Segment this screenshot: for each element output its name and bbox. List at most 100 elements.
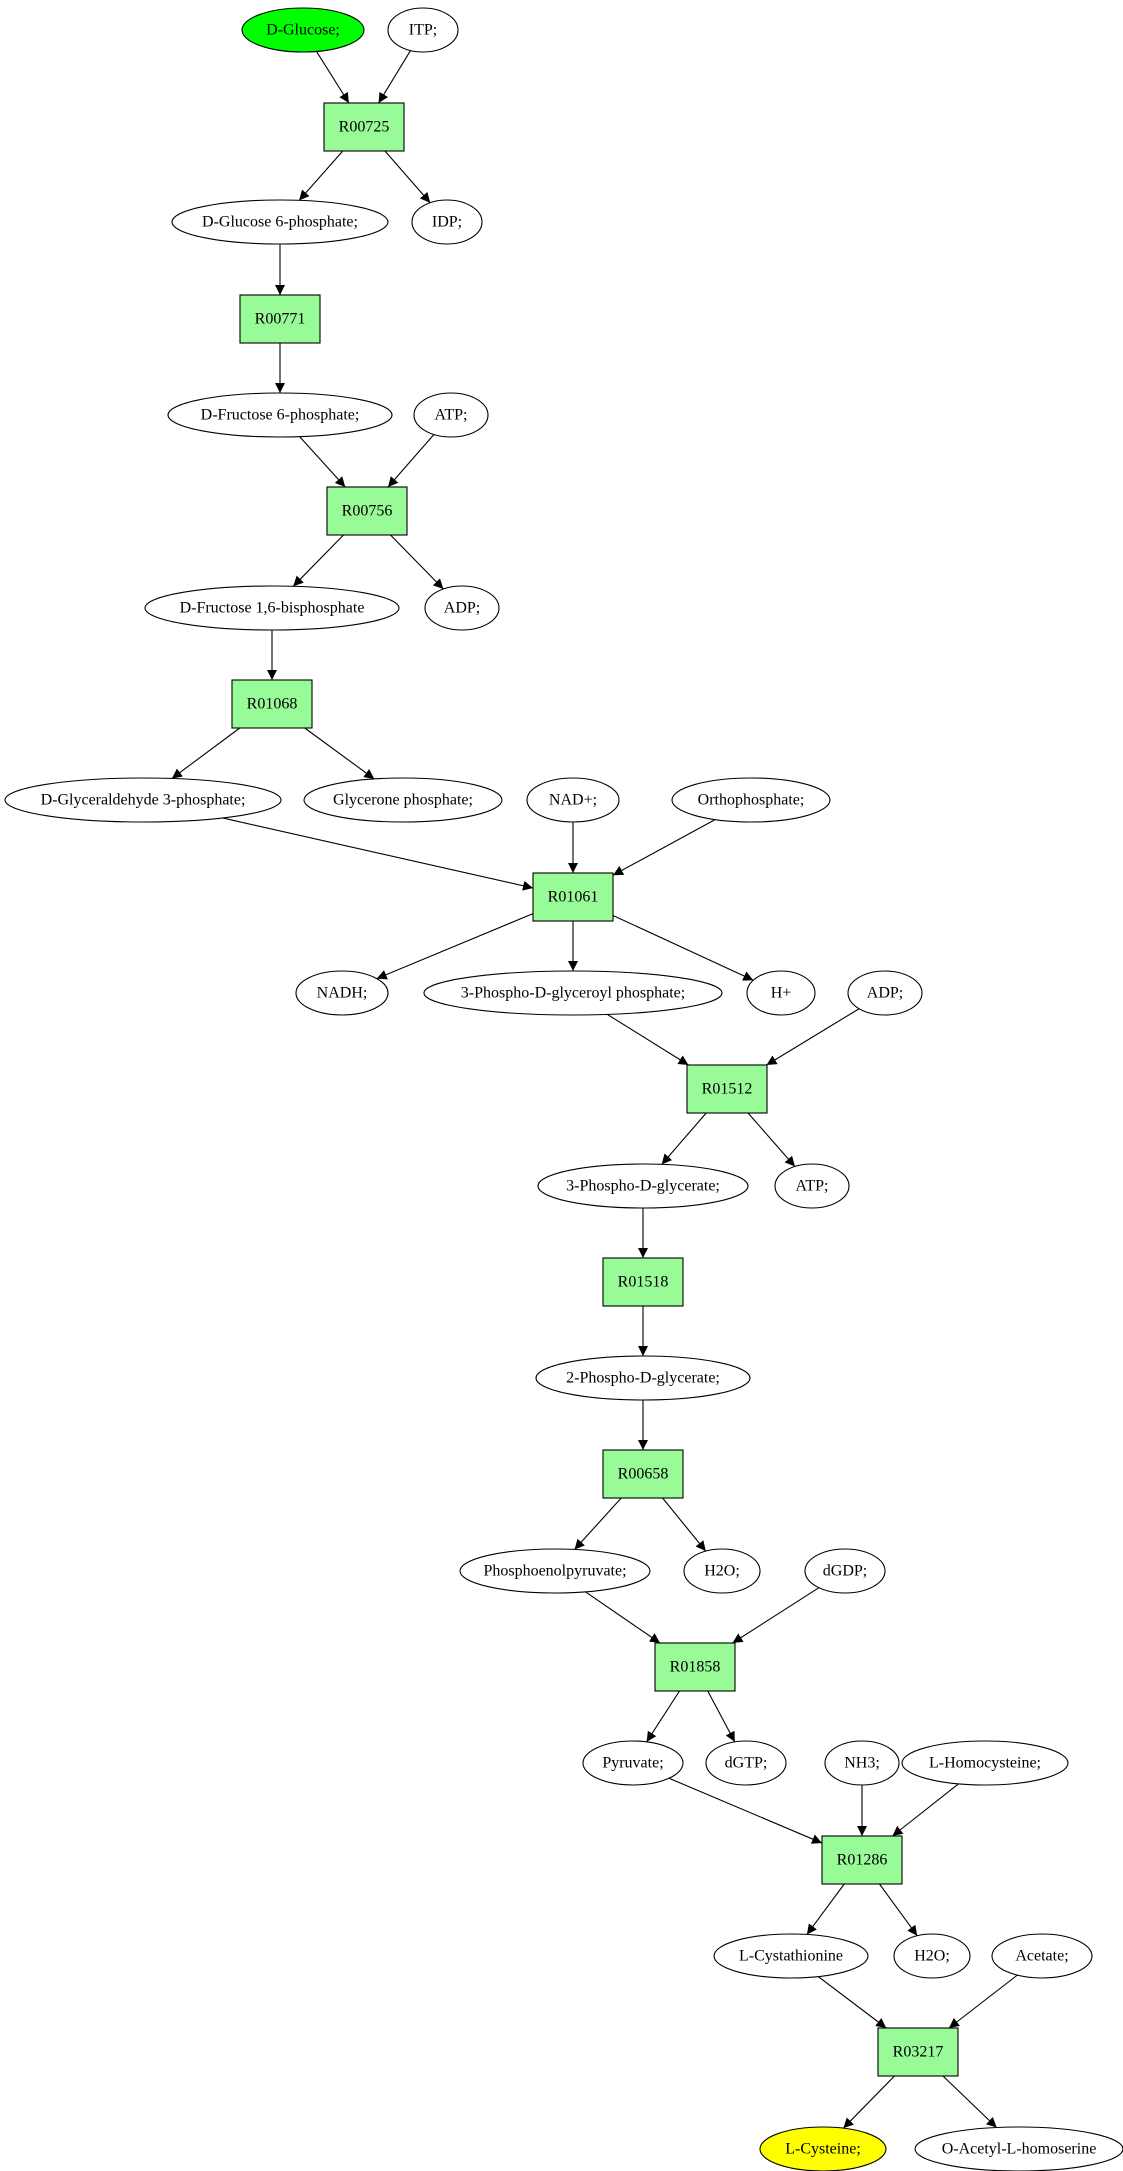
node-label: 3-Phospho-D-glycerate; [566,1178,720,1195]
compound-ellipse [535,1355,751,1401]
reaction-node-r01286[interactable]: R01286 [821,1835,903,1885]
compound-node-pi[interactable]: Orthophosphate; [671,777,831,823]
compound-node-bpg[interactable]: 3-Phospho-D-glyceroyl phosphate; [423,970,723,1016]
compound-node-hplus[interactable]: H+ [746,970,816,1016]
compound-ellipse [774,1163,850,1209]
node-label: L-Cysteine; [785,2141,861,2158]
compound-node-pg3[interactable]: 3-Phospho-D-glycerate; [537,1163,749,1209]
node-label: ATP; [435,407,468,424]
compound-node-h2o1[interactable]: H2O; [683,1548,761,1594]
compound-node-fbp[interactable]: D-Fructose 1,6-bisphosphate [144,585,400,631]
compound-node-dglucose[interactable]: D-Glucose; [241,7,365,53]
compound-node-nh3[interactable]: NH3; [824,1740,900,1786]
reaction-node-r00771[interactable]: R00771 [239,294,321,344]
reaction-node-r01858[interactable]: R01858 [654,1642,736,1692]
edge-pep-to-r01858 [585,1591,661,1644]
compound-node-h2o2[interactable]: H2O; [893,1933,971,1979]
edge-dgdp-to-r01858 [732,1587,820,1644]
node-label: dGDP; [823,1563,867,1580]
node-label: D-Glucose 6-phosphate; [202,214,358,231]
edge-adp2-to-r01512 [766,1008,860,1066]
edge-r01858-to-pyr [646,1690,680,1743]
compound-node-lhcy[interactable]: L-Homocysteine; [901,1740,1069,1786]
node-label: ITP; [409,22,437,39]
compound-ellipse [424,585,500,631]
edge-f6p-to-r00756 [299,436,346,488]
compound-ellipse [746,970,816,1016]
compound-node-oahs[interactable]: O-Acetyl-L-homoserine [914,2126,1123,2171]
compound-node-f6p[interactable]: D-Fructose 6-phosphate; [167,392,393,438]
edge-r01512-to-pg3 [661,1112,707,1165]
edge-r00658-to-h2o1 [662,1497,707,1552]
compound-node-g3p[interactable]: D-Glyceraldehyde 3-phosphate; [4,777,282,823]
compound-ellipse [303,777,503,823]
node-label: R00658 [618,1466,669,1483]
node-label: D-Glucose; [266,22,340,39]
reaction-node-r01518[interactable]: R01518 [602,1257,684,1307]
compound-node-nad[interactable]: NAD+; [526,777,620,823]
reaction-box [877,2027,959,2077]
node-label: D-Fructose 1,6-bisphosphate [180,600,365,617]
compound-node-pyr[interactable]: Pyruvate; [582,1740,684,1786]
reaction-box [323,102,405,152]
reaction-node-r01068[interactable]: R01068 [231,679,313,729]
node-label: Orthophosphate; [698,792,805,809]
compound-ellipse [804,1548,886,1594]
compound-node-adp2[interactable]: ADP; [847,970,923,1016]
reaction-node-r01512[interactable]: R01512 [686,1064,768,1114]
edge-bpg-to-r01512 [607,1013,689,1066]
node-label: ADP; [867,985,903,1002]
compound-ellipse [759,2126,887,2171]
compound-node-pep[interactable]: Phosphoenolpyruvate; [459,1548,651,1594]
node-label: NH3; [844,1755,880,1772]
edge-itp-to-r00725 [378,50,411,104]
reaction-box [602,1449,684,1499]
compound-node-pg2[interactable]: 2-Phospho-D-glycerate; [535,1355,751,1401]
compound-node-idp[interactable]: IDP; [411,199,483,245]
compound-node-lcys[interactable]: L-Cysteine; [759,2126,887,2171]
reaction-box [654,1642,736,1692]
compound-ellipse [167,392,393,438]
edges-layer [171,50,1018,2129]
edge-r01286-to-lcth [806,1883,845,1935]
compound-node-acetate[interactable]: Acetate; [991,1933,1093,1979]
edge-r01061-to-hplus [612,914,754,981]
edge-r03217-to-lcys [842,2075,895,2129]
edge-r01286-to-h2o2 [879,1883,918,1937]
node-label: Pyruvate; [602,1755,663,1772]
reaction-node-r01061[interactable]: R01061 [532,872,614,922]
edge-g3p-to-r01061 [222,817,534,891]
compound-node-dhap[interactable]: Glycerone phosphate; [303,777,503,823]
node-label: Glycerone phosphate; [333,792,473,809]
compound-node-dgdp[interactable]: dGDP; [804,1548,886,1594]
compound-node-atp2[interactable]: ATP; [774,1163,850,1209]
node-label: R01061 [548,889,599,906]
edge-r01061-to-nadh [376,913,534,980]
compound-ellipse [537,1163,749,1209]
node-label: R00756 [342,503,393,520]
compound-node-atp1[interactable]: ATP; [413,392,489,438]
compound-ellipse [713,1933,869,1979]
node-label: H2O; [914,1948,950,1965]
compound-node-lcth[interactable]: L-Cystathionine [713,1933,869,1979]
node-label: R01518 [618,1274,669,1291]
edge-r01068-to-dhap [304,727,375,780]
compound-ellipse [241,7,365,53]
compound-ellipse [914,2126,1123,2171]
compound-node-g6p[interactable]: D-Glucose 6-phosphate; [171,199,389,245]
compound-node-dgtp[interactable]: dGTP; [705,1740,787,1786]
reaction-node-r00725[interactable]: R00725 [323,102,405,152]
node-label: R01068 [247,696,298,713]
compound-node-itp[interactable]: ITP; [387,7,459,53]
node-label: H+ [771,985,792,1002]
reaction-node-r00658[interactable]: R00658 [602,1449,684,1499]
reaction-box [686,1064,768,1114]
node-label: 2-Phospho-D-glycerate; [566,1370,720,1387]
compound-ellipse [705,1740,787,1786]
compound-node-nadh[interactable]: NADH; [295,970,389,1016]
compound-node-adp1[interactable]: ADP; [424,585,500,631]
node-label: L-Homocysteine; [929,1755,1041,1772]
reaction-node-r03217[interactable]: R03217 [877,2027,959,2077]
reaction-node-r00756[interactable]: R00756 [326,486,408,536]
